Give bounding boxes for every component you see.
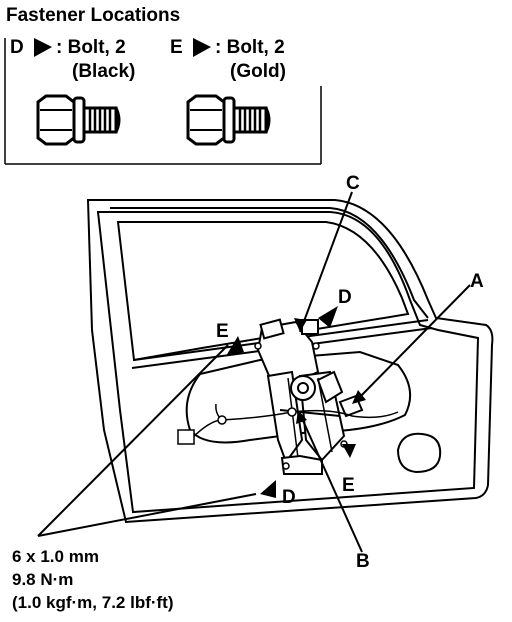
fastener-d-desc: : Bolt, 2 — [56, 37, 126, 58]
torque-nm: 9.8 N·m — [12, 570, 74, 589]
fastener-d-color: (Black) — [72, 61, 136, 82]
fastener-e-color: (Gold) — [230, 61, 286, 82]
bolt-icon-gold — [186, 94, 271, 146]
callout-b: B — [356, 551, 370, 572]
wire-harness — [177, 403, 399, 445]
leader-lines — [37, 191, 471, 553]
callout-d-lower: D — [282, 487, 296, 508]
callout-a: A — [470, 271, 484, 292]
callout-e-lower: E — [342, 475, 355, 496]
callout-e-upper: E — [216, 321, 229, 342]
triangle-right-icon — [34, 38, 52, 57]
page-title: Fastener Locations — [6, 5, 181, 26]
bolt-icon-black — [36, 94, 121, 146]
triangle-right-icon — [193, 38, 211, 57]
fastener-e-desc: : Bolt, 2 — [215, 37, 285, 58]
callout-c: C — [346, 173, 360, 194]
legend-frame — [4, 38, 322, 165]
callout-d-upper: D — [338, 287, 352, 308]
torque-alt: (1.0 kgf·m, 7.2 lbf·ft) — [12, 593, 174, 612]
arrowheads — [226, 306, 366, 498]
fastener-d-letter: D — [10, 37, 24, 58]
fastener-e-letter: E — [170, 37, 183, 58]
torque-size: 6 x 1.0 mm — [12, 547, 99, 566]
